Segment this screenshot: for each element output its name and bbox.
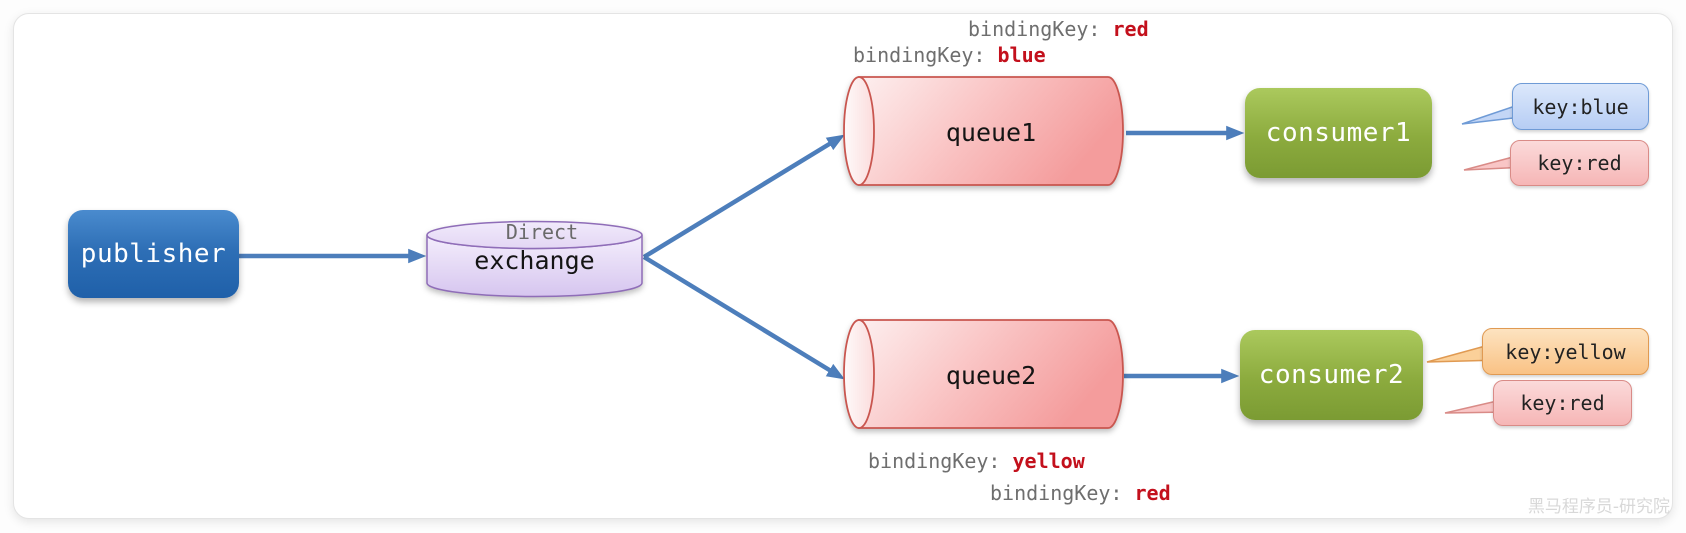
exchange-label: exchange — [474, 246, 595, 275]
consumer1-label: consumer1 — [1265, 118, 1412, 148]
binding-key-value: red — [1112, 17, 1149, 41]
binding-key-text: bindingKey: — [990, 481, 1123, 505]
binding-key-text: bindingKey: — [868, 449, 1001, 473]
binding-key-value: yellow — [1012, 449, 1085, 473]
queue1-label: queue1 — [945, 118, 1037, 147]
binding-label-queue1-red: bindingKey: red — [968, 17, 1149, 41]
binding-label-queue2-yellow: bindingKey: yellow — [868, 449, 1085, 473]
queue1-cylinder — [843, 76, 1124, 186]
tag-key-red2-label: key:red — [1520, 391, 1605, 415]
queue2-cylinder-cap — [843, 319, 875, 429]
tag-key-yellow-label: key:yellow — [1505, 339, 1626, 364]
consumer2-node: consumer2 — [1240, 330, 1423, 420]
consumer2-label: consumer2 — [1258, 360, 1405, 390]
publisher-node: publisher — [68, 210, 239, 298]
queue2-label: queue2 — [945, 361, 1037, 390]
queue1-cylinder-cap — [843, 76, 875, 186]
tag-key-yellow: key:yellow — [1482, 328, 1649, 375]
publisher-label: publisher — [80, 239, 227, 269]
tag-key-red-consumer2: key:red — [1493, 380, 1632, 426]
tag-key-blue-label: key:blue — [1532, 94, 1629, 119]
binding-key-text: bindingKey: — [968, 17, 1101, 41]
watermark: 黑马程序员-研究院 — [1527, 497, 1670, 517]
exchange-kind-label: Direct — [505, 220, 579, 244]
arrow-exchange-to-queue1 — [642, 134, 845, 259]
exchange-cylinder-top — [426, 220, 643, 250]
queue1-cylinder-body — [858, 76, 1124, 186]
binding-key-value: red — [1134, 481, 1171, 505]
binding-label-queue1-blue: bindingKey: blue — [853, 43, 1046, 67]
consumer1-node: consumer1 — [1245, 88, 1432, 178]
tag-key-blue: key:blue — [1512, 83, 1649, 130]
binding-label-queue2-red: bindingKey: red — [990, 481, 1171, 505]
tag-key-red1-label: key:red — [1537, 151, 1622, 175]
binding-key-text: bindingKey: — [853, 43, 986, 67]
tag-key-red-consumer1: key:red — [1510, 140, 1649, 186]
exchange-cylinder — [426, 220, 643, 298]
queue2-cylinder — [843, 319, 1124, 429]
queue2-cylinder-body — [858, 319, 1124, 429]
arrow-exchange-to-queue2 — [642, 255, 845, 380]
binding-key-value: blue — [997, 43, 1046, 67]
